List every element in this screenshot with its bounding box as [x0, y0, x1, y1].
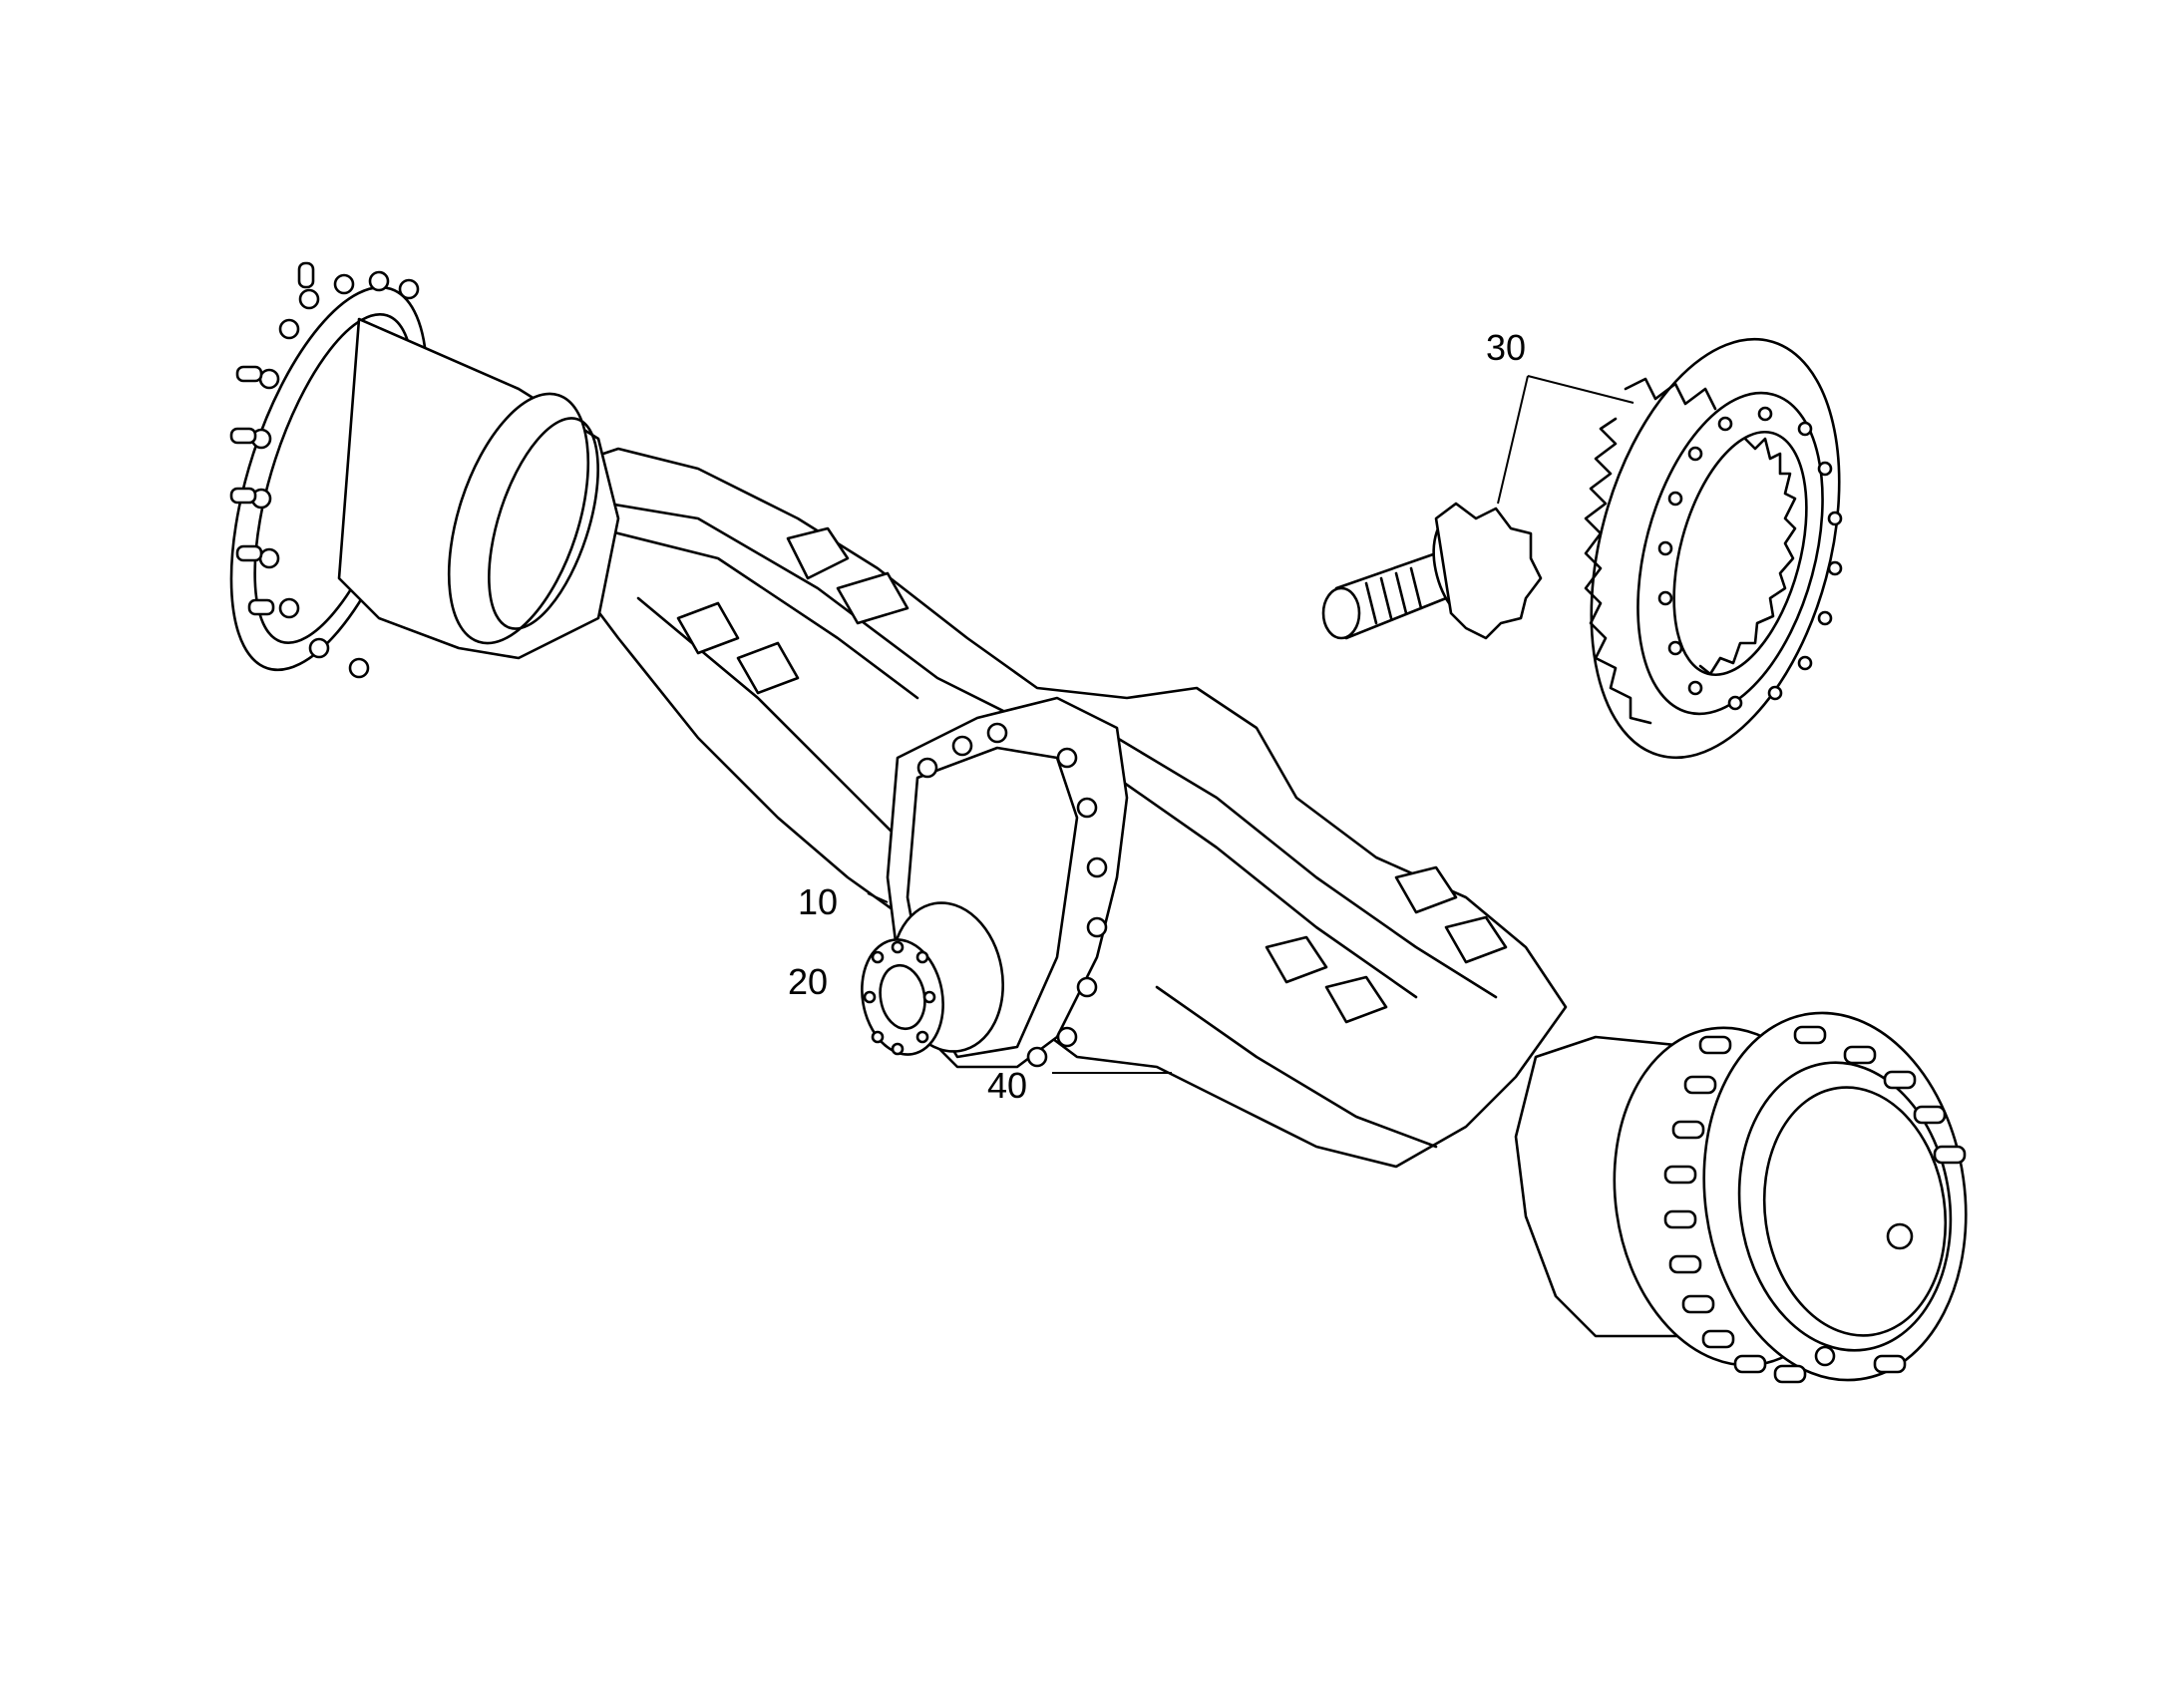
callout-30: 30 — [1486, 327, 1526, 368]
left-wheel-hub — [229, 261, 620, 679]
right-wheel-hub — [1514, 1011, 1968, 1384]
leader-lines — [867, 375, 1635, 1074]
callout-20: 20 — [788, 961, 828, 1002]
leader-10 — [867, 892, 889, 903]
ring-gear — [1584, 337, 1843, 760]
callout-40: 40 — [987, 1065, 1027, 1106]
callout-10: 10 — [798, 881, 838, 922]
leader-30 — [1497, 375, 1635, 505]
differential-carrier — [861, 696, 1129, 1069]
pinion-gear — [1321, 502, 1543, 640]
